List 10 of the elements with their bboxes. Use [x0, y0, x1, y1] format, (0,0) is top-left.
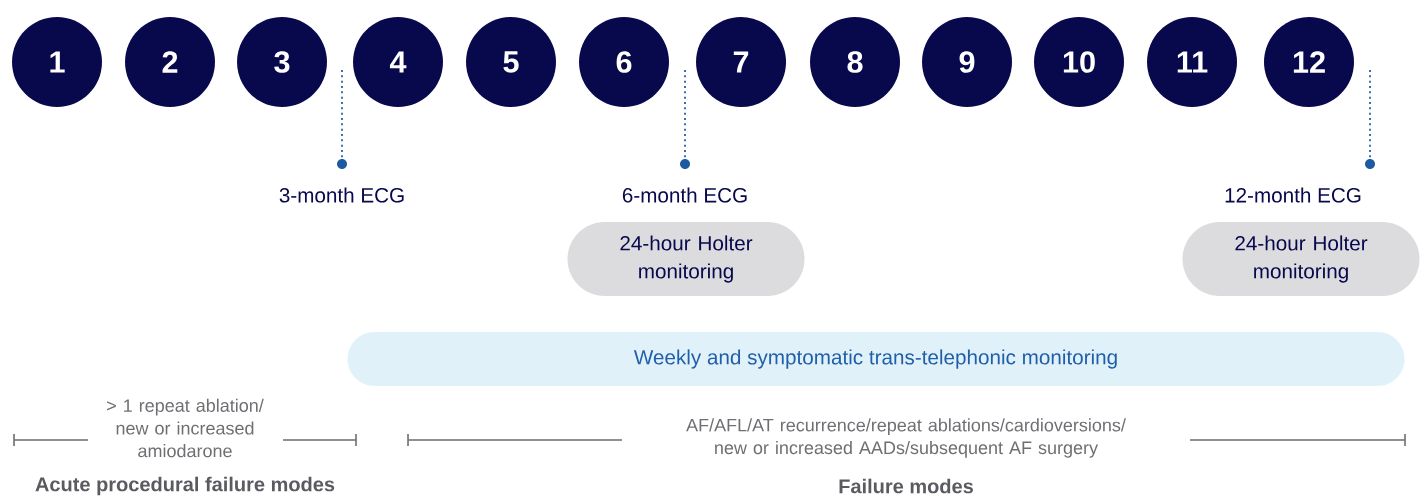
- range-label: AF/AFL/AT recurrence/repeat ablations/cardioversions/ new or increased AADs/subsequent AF surgery: [686, 418, 1126, 458]
- holter-pill: 24-hour Holter monitoring: [567, 222, 805, 296]
- section-heading: Failure modes: [839, 478, 973, 494]
- section-heading: Acute procedural failure modes: [35, 476, 335, 496]
- monitoring-band: Weekly and symptomatic trans-telephonic monitoring: [347, 332, 1405, 386]
- range-label: > 1 repeat ablation/ new or increased amiodarone: [107, 398, 264, 458]
- ecg-label: 6-month ECG: [622, 187, 747, 203]
- ecg-label: 3-month ECG: [279, 187, 404, 203]
- holter-pill: 24-hour Holter monitoring: [1182, 222, 1420, 296]
- ecg-label: 12-month ECG: [1225, 187, 1361, 203]
